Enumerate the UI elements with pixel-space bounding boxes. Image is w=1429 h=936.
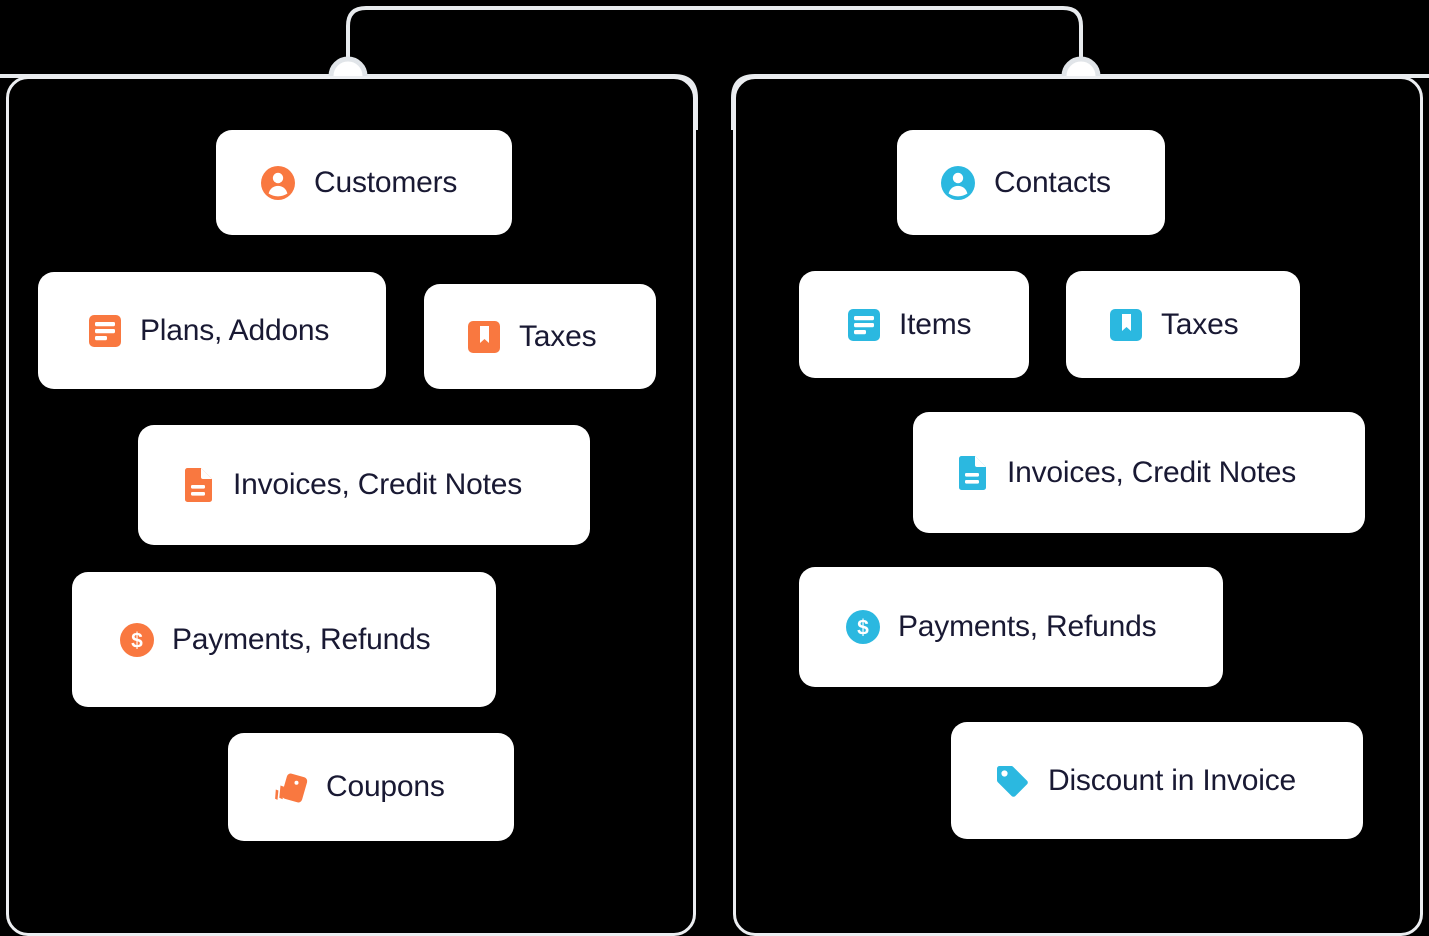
- price-tag-icon: [993, 762, 1031, 800]
- card-label: Taxes: [1161, 307, 1239, 341]
- user-icon: [940, 165, 976, 201]
- diagram-canvas: Customers Plans, Addons Taxes: [0, 6, 1429, 936]
- card-label: Discount in Invoice: [1048, 763, 1296, 797]
- card-plans-addons[interactable]: Plans, Addons: [38, 272, 386, 389]
- coupon-icon: [271, 769, 309, 805]
- card-label: Payments, Refunds: [172, 622, 431, 656]
- user-icon: [260, 165, 296, 201]
- card-customers[interactable]: Customers: [216, 130, 512, 235]
- list-document-icon: [847, 308, 881, 342]
- card-label: Contacts: [994, 165, 1111, 199]
- bridge-path: [346, 6, 1083, 76]
- svg-text:$: $: [131, 629, 143, 652]
- card-label: Items: [899, 307, 972, 341]
- card-items[interactable]: Items: [799, 271, 1029, 378]
- card-invoices-credit-notes-left[interactable]: Invoices, Credit Notes: [138, 425, 590, 545]
- card-label: Taxes: [519, 319, 597, 353]
- card-coupons[interactable]: Coupons: [228, 733, 514, 841]
- card-label: Coupons: [326, 770, 445, 803]
- card-label: Invoices, Credit Notes: [1007, 455, 1297, 489]
- card-discount-in-invoice[interactable]: Discount in Invoice: [951, 722, 1363, 839]
- svg-text:$: $: [857, 617, 869, 640]
- card-label: Plans, Addons: [140, 313, 330, 347]
- card-payments-refunds-right[interactable]: $ Payments, Refunds: [799, 567, 1223, 687]
- card-payments-refunds-left[interactable]: $ Payments, Refunds: [72, 572, 496, 707]
- card-label: Payments, Refunds: [898, 610, 1157, 643]
- dollar-circle-icon: $: [119, 622, 155, 658]
- card-label: Customers: [314, 165, 458, 199]
- bookmark-icon: [1109, 308, 1143, 342]
- card-taxes-left[interactable]: Taxes: [424, 284, 656, 389]
- document-icon: [956, 455, 988, 491]
- card-label: Invoices, Credit Notes: [233, 468, 523, 501]
- card-invoices-credit-notes-right[interactable]: Invoices, Credit Notes: [913, 412, 1365, 533]
- card-taxes-right[interactable]: Taxes: [1066, 271, 1300, 378]
- list-document-icon: [88, 314, 122, 348]
- card-contacts[interactable]: Contacts: [897, 130, 1165, 235]
- document-icon: [182, 467, 214, 503]
- bookmark-icon: [467, 320, 501, 354]
- dollar-circle-icon: $: [845, 609, 881, 645]
